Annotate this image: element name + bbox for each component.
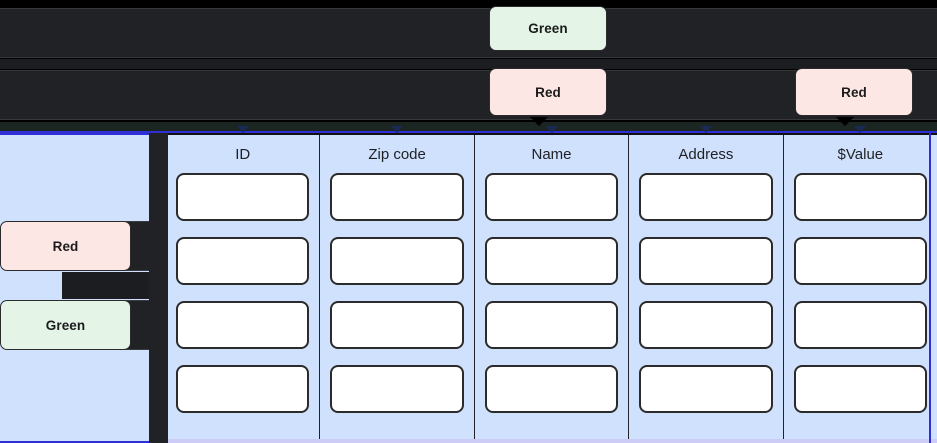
column-header[interactable]: $Value: [837, 146, 884, 163]
grid-cell[interactable]: [484, 237, 619, 285]
column-header[interactable]: Address: [678, 146, 734, 163]
grid-cell[interactable]: [639, 173, 773, 221]
grid-column-value: $Value: [783, 126, 937, 439]
grid-column-zip-code: Zip code: [320, 126, 475, 439]
grid-cell[interactable]: [484, 365, 619, 413]
grid-cell[interactable]: [793, 301, 928, 349]
column-header[interactable]: ID: [235, 146, 251, 163]
column-pointer-icon: [699, 126, 712, 133]
grid-right-edge: [929, 133, 931, 443]
grid-cell[interactable]: [793, 237, 928, 285]
grid-cell[interactable]: [330, 301, 464, 349]
grid-cell[interactable]: [176, 365, 310, 413]
column-pointer-icon: [854, 126, 867, 133]
left-panel-badge-left-green[interactable]: Green: [0, 300, 131, 350]
column-header[interactable]: Zip code: [368, 146, 426, 163]
column-pointer-icon: [236, 126, 249, 133]
grid-cell[interactable]: [484, 173, 619, 221]
column-pointer-icon: [545, 126, 558, 133]
header-badge-red-center[interactable]: Red: [489, 68, 607, 116]
grid-column-id: ID: [166, 126, 321, 439]
column-cells: [629, 167, 782, 429]
header-band-2: [0, 70, 937, 120]
grid-cell[interactable]: [176, 173, 310, 221]
grid-cell[interactable]: [330, 173, 464, 221]
grid-cell[interactable]: [176, 237, 310, 285]
header-gap-1: [0, 59, 937, 69]
grid-column-address: Address: [629, 126, 784, 439]
badge-pointer-arrow: [530, 117, 548, 126]
data-grid: ID Zip code Name Address $Value: [166, 126, 937, 439]
header-badge-green-top[interactable]: Green: [489, 6, 607, 51]
grid-cell[interactable]: [484, 301, 619, 349]
column-cells: [166, 167, 319, 429]
panel-slat-gap: [62, 272, 150, 299]
header-band-1: [0, 8, 937, 58]
grid-cell[interactable]: [330, 237, 464, 285]
grid-cell[interactable]: [793, 173, 928, 221]
column-cells: [784, 167, 937, 429]
column-pointer-icon: [391, 126, 404, 133]
bottom-lavender-strip: [0, 437, 937, 443]
vertical-divider[interactable]: [149, 133, 168, 443]
header-blue-rule: [0, 131, 937, 134]
header-badge-red-right[interactable]: Red: [795, 68, 913, 116]
grid-cell[interactable]: [176, 301, 310, 349]
header-band-teal: [0, 122, 937, 131]
grid-column-name: Name: [474, 126, 630, 439]
grid-cell[interactable]: [639, 237, 773, 285]
column-cells: [320, 167, 473, 429]
column-header[interactable]: Name: [531, 146, 572, 163]
column-cells: [475, 167, 628, 429]
badge-pointer-arrow: [836, 117, 854, 126]
grid-cell[interactable]: [330, 365, 464, 413]
grid-cell[interactable]: [793, 365, 928, 413]
left-panel-badge-left-red[interactable]: Red: [0, 221, 131, 271]
grid-cell[interactable]: [639, 301, 773, 349]
grid-cell[interactable]: [639, 365, 773, 413]
